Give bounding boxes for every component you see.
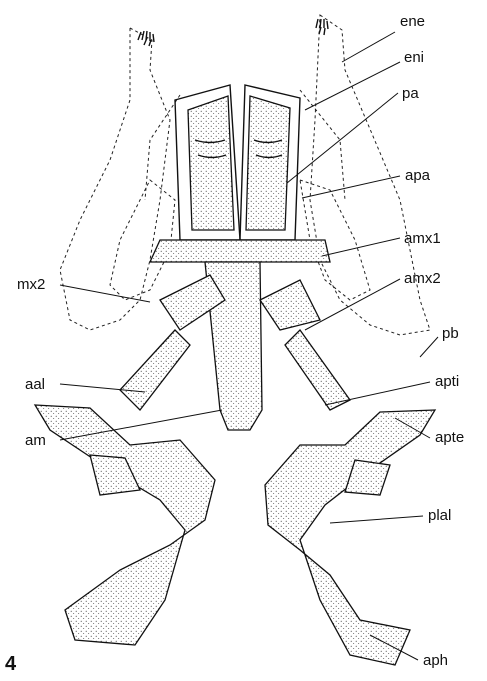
label-apti: apti	[435, 373, 459, 390]
label-eni: eni	[404, 49, 424, 66]
labrum-structure	[175, 85, 300, 240]
bristle-tufts	[138, 19, 328, 46]
label-pb: pb	[442, 325, 459, 342]
label-apa: apa	[405, 167, 431, 184]
label-mx2: mx2	[17, 276, 45, 293]
label-pa: pa	[402, 85, 419, 102]
pleural-arms	[35, 405, 435, 665]
label-am: am	[25, 432, 46, 449]
label-aph: aph	[423, 652, 448, 669]
figure-number: 4	[5, 653, 17, 675]
label-aal: aal	[25, 376, 45, 393]
label-ene: ene	[400, 13, 425, 30]
maxillary-and-mental-sclerites	[120, 240, 350, 430]
label-apte: apte	[435, 429, 464, 446]
label-plal: plal	[428, 507, 451, 524]
label-amx1: amx1	[404, 230, 441, 247]
label-amx2: amx2	[404, 270, 441, 287]
